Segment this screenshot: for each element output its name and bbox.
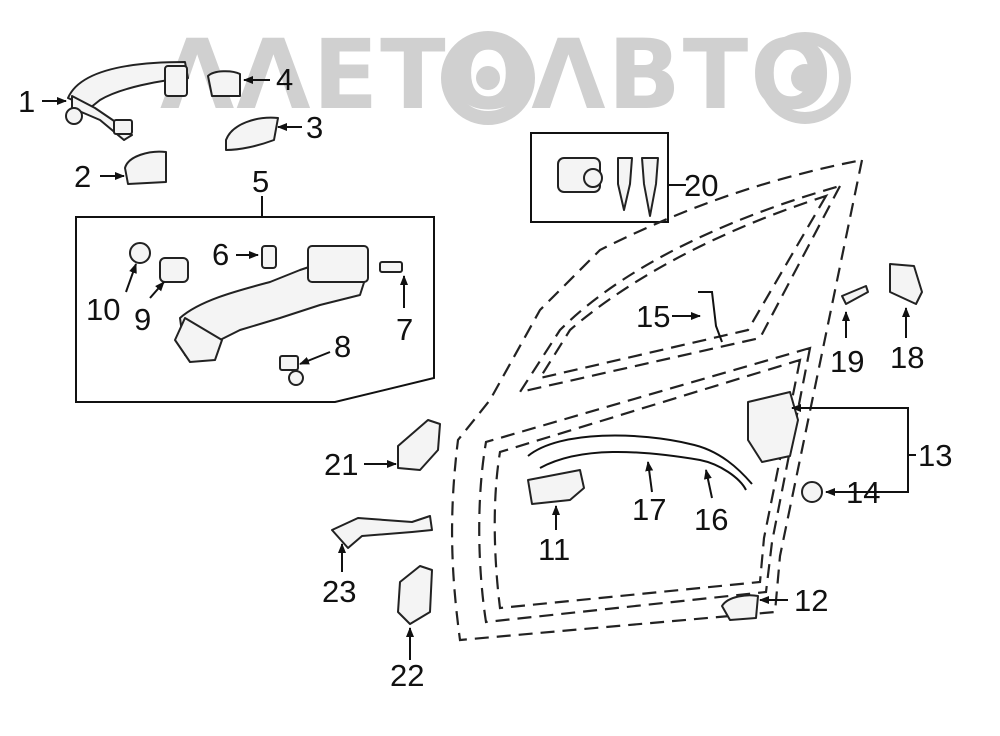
label-19: 19 <box>830 344 864 379</box>
label-13: 13 <box>918 438 952 473</box>
door-lock-assembly <box>747 391 799 463</box>
label-1: 1 <box>18 84 35 119</box>
label-10: 10 <box>86 292 120 327</box>
inside-handle-bezel <box>721 594 759 621</box>
label-15: 15 <box>636 299 670 334</box>
label-11: 11 <box>538 532 570 567</box>
lock-cushion <box>801 481 823 503</box>
label-17: 17 <box>632 492 666 527</box>
label-22: 22 <box>390 658 424 693</box>
label-4: 4 <box>276 62 293 97</box>
outside-door-handle <box>65 61 189 141</box>
label-18: 18 <box>890 340 924 375</box>
handle-cap-rear <box>207 70 241 97</box>
label-12: 12 <box>794 583 828 618</box>
label-16: 16 <box>694 502 728 537</box>
steering-wheel-icon <box>759 32 851 124</box>
label-21: 21 <box>324 447 358 482</box>
watermark-logo: ΛΛΕΤΟΛΒΤΟ <box>160 19 851 131</box>
door-check <box>331 515 433 549</box>
handle-cover <box>225 116 279 151</box>
label-5: 5 <box>252 164 269 199</box>
key-cylinder-box <box>530 132 669 223</box>
label-2: 2 <box>74 159 91 194</box>
inside-handle <box>527 469 585 505</box>
label-9: 9 <box>134 302 151 337</box>
door-hinge <box>397 419 441 471</box>
label-7: 7 <box>396 312 413 347</box>
label-23: 23 <box>322 574 356 609</box>
frame-assembly-box <box>75 216 435 403</box>
gear-icon <box>441 31 535 125</box>
handle-cap-front <box>124 150 167 185</box>
lock-rod <box>698 291 723 343</box>
lock-cables <box>527 434 753 485</box>
callout-labels: 1 2 3 4 5 6 7 8 9 10 11 12 13 14 15 16 1… <box>18 62 952 693</box>
door-outline <box>450 158 864 642</box>
lower-hinge <box>397 565 433 625</box>
label-6: 6 <box>212 237 229 272</box>
label-14: 14 <box>846 475 880 510</box>
door-striker <box>889 263 923 305</box>
label-20: 20 <box>684 168 718 203</box>
label-3: 3 <box>306 110 323 145</box>
leader-lines <box>42 76 916 660</box>
striker-screw <box>841 285 869 305</box>
label-8: 8 <box>334 329 351 364</box>
